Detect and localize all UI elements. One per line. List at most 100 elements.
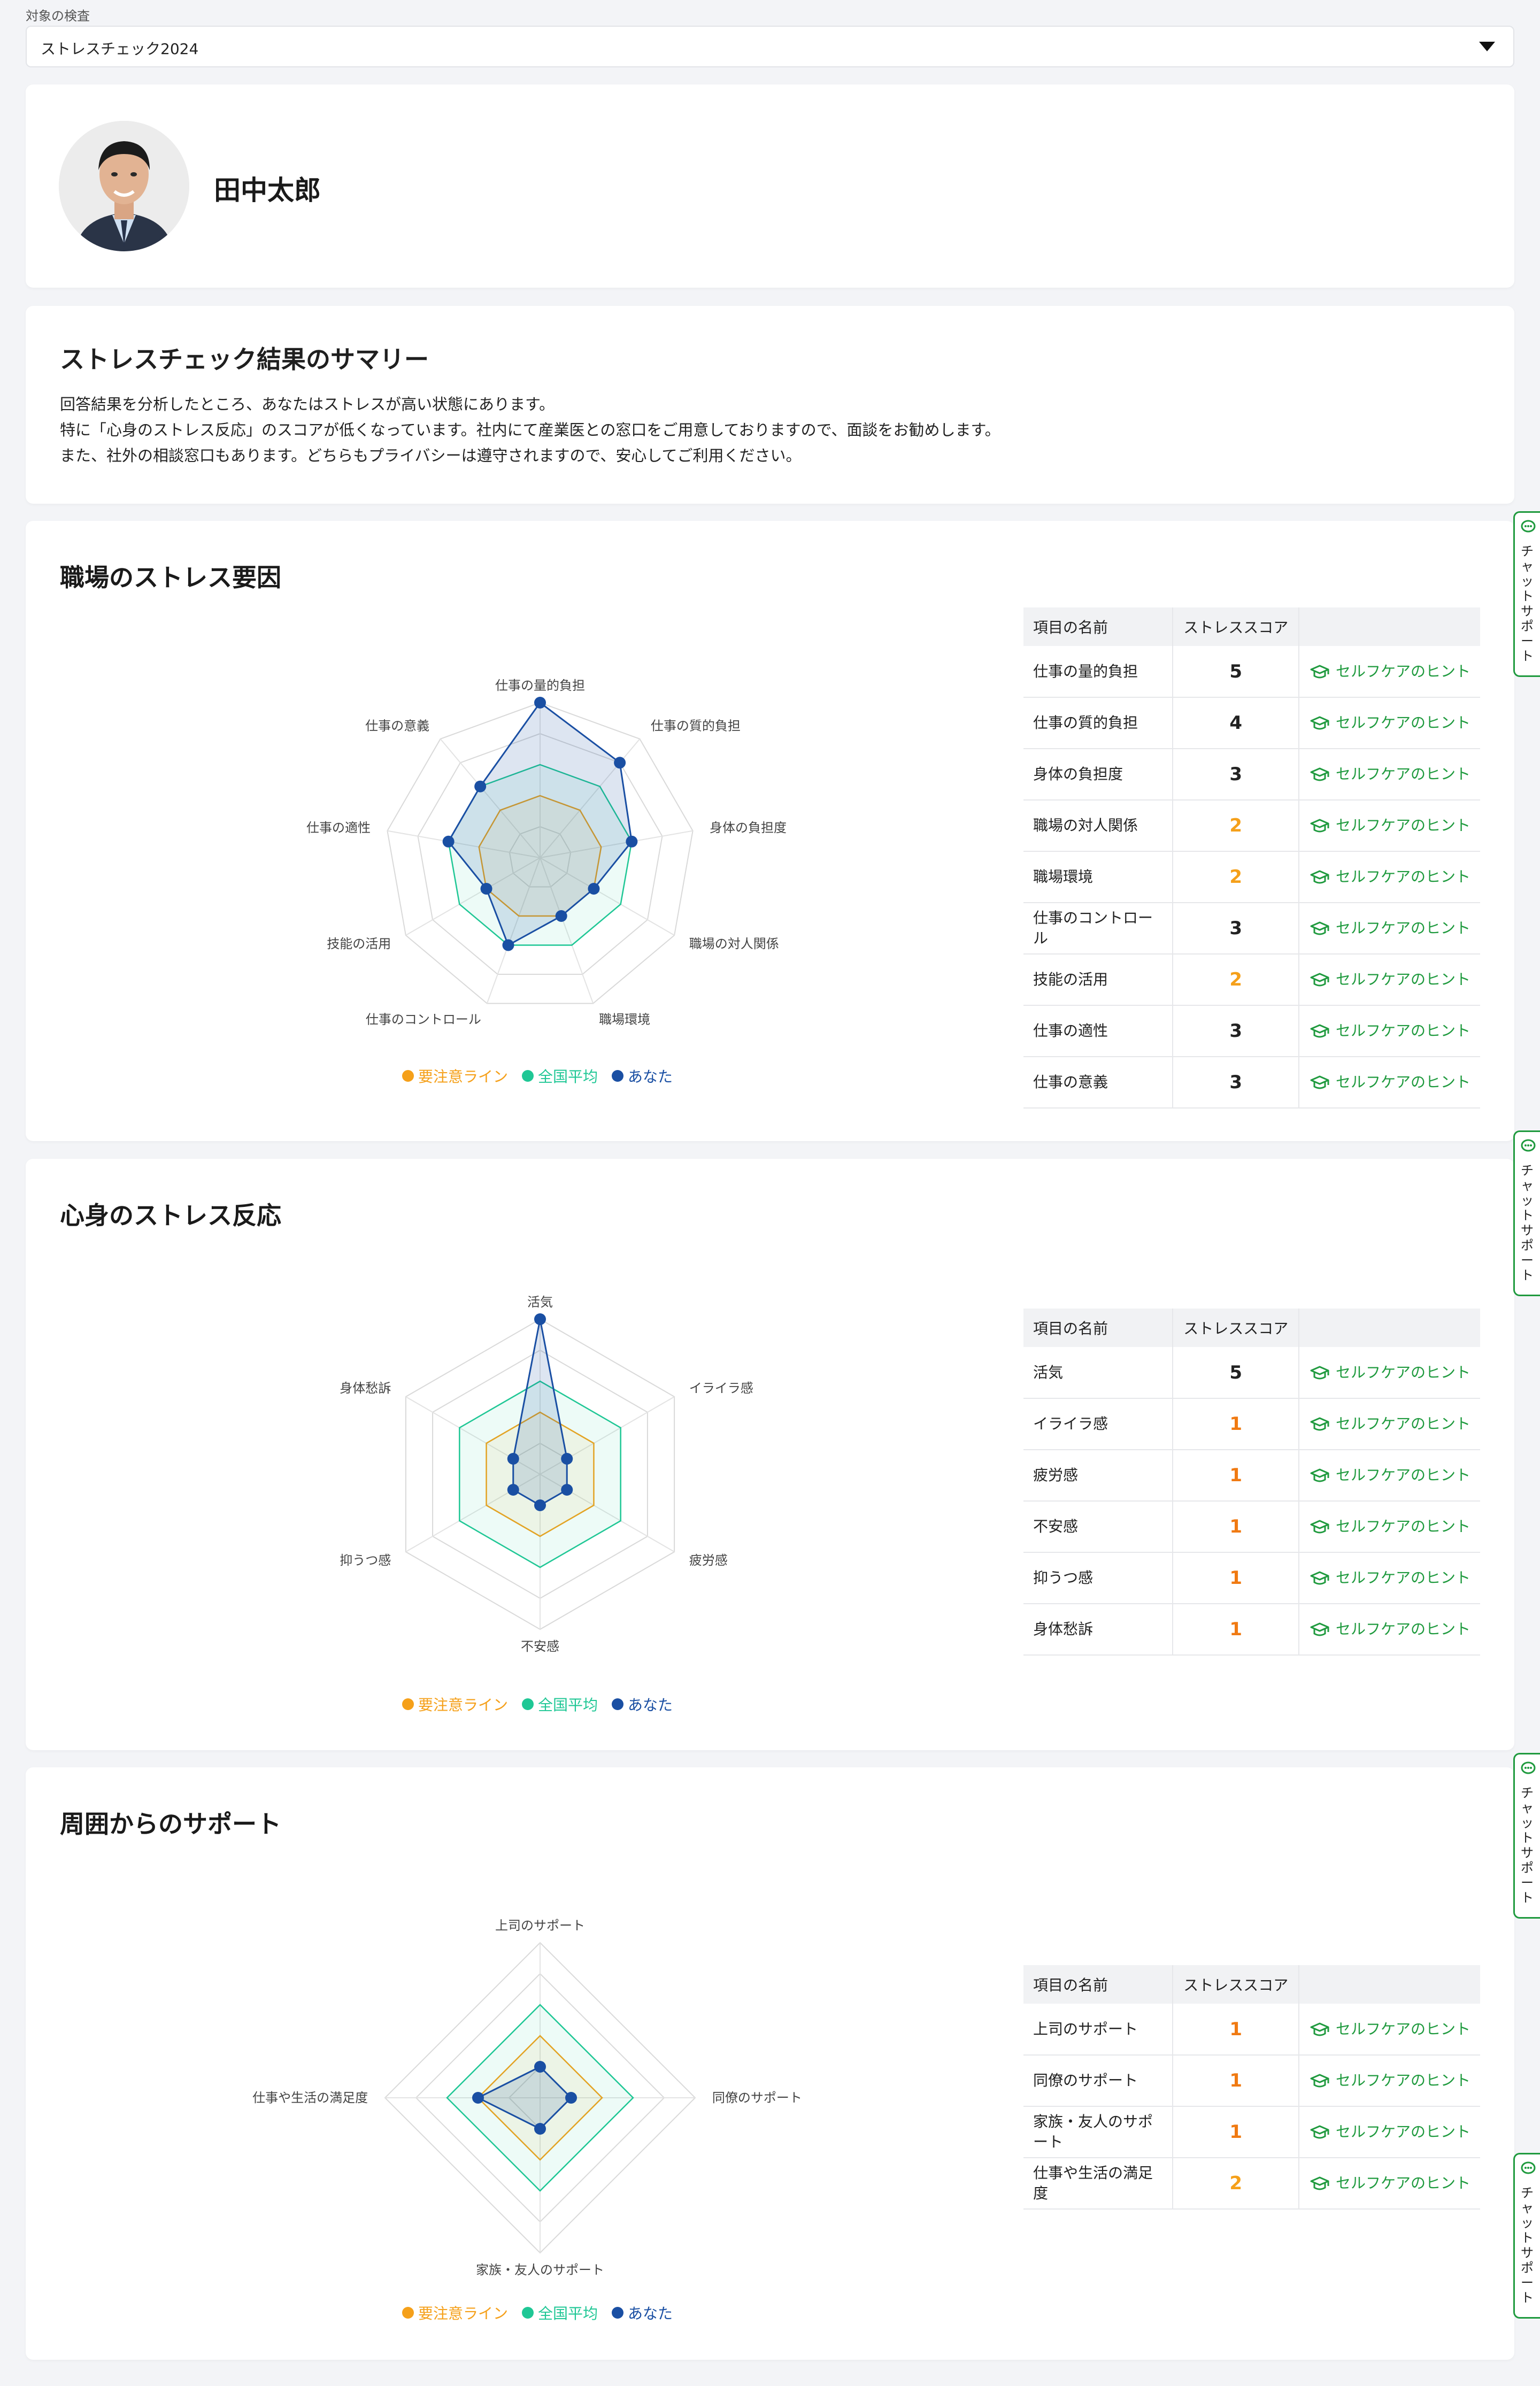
- radar-axis-label: 仕事の質的負担: [651, 718, 741, 733]
- chat-support-tab[interactable]: チャットサポート: [1513, 1753, 1540, 1919]
- item-name: 身体愁訴: [1023, 1604, 1173, 1656]
- self-care-hint-link[interactable]: セルフケアのヒント: [1298, 2004, 1480, 2056]
- item-name: 家族・友人のサポート: [1023, 2106, 1173, 2158]
- table-header-row: 項目の名前ストレススコア: [1023, 1965, 1480, 2004]
- radar-axis-label: 身体愁訴: [340, 1381, 391, 1396]
- self-care-hint-label: セルフケアのヒント: [1335, 1022, 1470, 1040]
- self-care-hint-link[interactable]: セルフケアのヒント: [1298, 954, 1480, 1006]
- item-score: 2: [1172, 954, 1299, 1006]
- graduation-cap-icon: [1310, 819, 1329, 833]
- self-care-hint-link[interactable]: セルフケアのヒント: [1298, 1005, 1480, 1057]
- chat-support-label: チャットサポート: [1521, 544, 1534, 664]
- graduation-cap-icon: [1310, 1075, 1329, 1089]
- radar-grid-ring: [387, 702, 694, 1004]
- self-care-hint-link[interactable]: セルフケアのヒント: [1298, 851, 1480, 903]
- item-score: 1: [1172, 1604, 1299, 1656]
- header-score: ストレススコア: [1172, 607, 1299, 646]
- self-care-hint-link[interactable]: セルフケアのヒント: [1298, 749, 1480, 801]
- radar-point-you: [534, 2061, 546, 2073]
- item-score: 2: [1172, 2158, 1299, 2210]
- chat-support-label: チャットサポート: [1521, 1163, 1534, 1283]
- item-name: 不安感: [1023, 1501, 1173, 1553]
- chat-support-tab[interactable]: チャットサポート: [1513, 1130, 1540, 1296]
- self-care-hint-label: セルフケアのヒント: [1335, 1415, 1470, 1433]
- graduation-cap-icon: [1310, 716, 1329, 730]
- item-score: 3: [1172, 1057, 1299, 1109]
- target-exam-select[interactable]: ストレスチェック2024: [26, 26, 1514, 67]
- radar-axis-label: 身体の負担度: [710, 820, 787, 835]
- self-care-hint-link[interactable]: セルフケアのヒント: [1298, 697, 1480, 749]
- radar-point-you: [534, 697, 546, 709]
- radar-axis-label: 抑うつ感: [340, 1553, 391, 1568]
- self-care-hint-link[interactable]: セルフケアのヒント: [1298, 1501, 1480, 1553]
- legend-you-dot: [612, 2307, 624, 2319]
- self-care-hint-label: セルフケアのヒント: [1335, 714, 1470, 732]
- self-care-hint-link[interactable]: セルフケアのヒント: [1298, 1057, 1480, 1109]
- item-name: 仕事の意義: [1023, 1057, 1173, 1109]
- self-care-hint-link[interactable]: セルフケアのヒント: [1298, 1347, 1480, 1399]
- radar-point-you: [534, 1499, 546, 1511]
- legend-average: 全国平均: [522, 2302, 598, 2323]
- section-title: 職場のストレス要因: [60, 563, 281, 592]
- legend-you: あなた: [612, 2302, 673, 2323]
- summary-line: 回答結果を分析したところ、あなたはストレスが高い状態にあります。: [60, 395, 555, 413]
- item-score: 4: [1172, 697, 1299, 749]
- chart-legend: 要注意ライン 全国平均 あなた: [402, 1065, 673, 1087]
- chat-bubble-icon: [1521, 520, 1536, 533]
- item-score: 2: [1172, 800, 1299, 852]
- summary-line: また、社外の相談窓口もあります。どちらもプライバシーは遵守されますので、安心して…: [60, 447, 802, 465]
- section-title: 心身のストレス反応: [60, 1201, 281, 1230]
- radar-point-you: [555, 910, 567, 922]
- header-name: 項目の名前: [1023, 1965, 1173, 2004]
- graduation-cap-icon: [1310, 2022, 1329, 2036]
- chat-support-tab[interactable]: チャットサポート: [1513, 2153, 1540, 2319]
- chat-support-tab[interactable]: チャットサポート: [1513, 511, 1540, 677]
- radar-point-you: [502, 939, 514, 951]
- self-care-hint-link[interactable]: セルフケアのヒント: [1298, 1450, 1480, 1502]
- radar-axis-label: 活気: [527, 1295, 553, 1310]
- chart-legend: 要注意ライン 全国平均 あなた: [402, 2302, 673, 2323]
- summary-line: 特に「心身のストレス反応」のスコアが低くなっています。社内にて産業医との窓口をご…: [60, 421, 1000, 439]
- self-care-hint-link[interactable]: セルフケアのヒント: [1298, 1398, 1480, 1450]
- self-care-hint-link[interactable]: セルフケアのヒント: [1298, 2106, 1480, 2158]
- legend-average: 全国平均: [522, 1694, 598, 1715]
- self-care-hint-link[interactable]: セルフケアのヒント: [1298, 1604, 1480, 1656]
- self-care-hint-link[interactable]: セルフケアのヒント: [1298, 903, 1480, 955]
- radar-point-you: [507, 1453, 519, 1465]
- header-name: 項目の名前: [1023, 1309, 1173, 1347]
- summary-card: ストレスチェック結果のサマリー 回答結果を分析したところ、あなたはストレスが高い…: [26, 306, 1514, 504]
- self-care-hint-label: セルフケアのヒント: [1335, 662, 1470, 680]
- self-care-hint-link[interactable]: セルフケアのヒント: [1298, 2158, 1480, 2210]
- radar-axis-label: 上司のサポート: [495, 1918, 585, 1933]
- radar-axis-label: 疲労感: [689, 1553, 728, 1568]
- radar-point-you: [480, 883, 492, 895]
- self-care-hint-link[interactable]: セルフケアのヒント: [1298, 2055, 1480, 2107]
- item-name: 職場の対人関係: [1023, 800, 1173, 852]
- radar-point-you: [588, 883, 600, 895]
- item-score: 1: [1172, 1398, 1299, 1450]
- graduation-cap-icon: [1310, 1520, 1329, 1534]
- radar-axis-label: 仕事や生活の満足度: [252, 2090, 368, 2105]
- summary-text: 回答結果を分析したところ、あなたはストレスが高い状態にあります。 特に「心身のス…: [60, 391, 1000, 468]
- item-name: 仕事の量的負担: [1023, 646, 1173, 698]
- self-care-hint-link[interactable]: セルフケアのヒント: [1298, 646, 1480, 698]
- radar-axis-label: 仕事の量的負担: [495, 678, 585, 693]
- self-care-hint-label: セルフケアのヒント: [1335, 1518, 1470, 1535]
- radar-grid-ring: [417, 733, 663, 975]
- radar-point-you: [626, 835, 638, 848]
- self-care-hint-label: セルフケアのヒント: [1335, 2174, 1470, 2192]
- self-care-hint-link[interactable]: セルフケアのヒント: [1298, 1552, 1480, 1604]
- item-score: 3: [1172, 903, 1299, 955]
- self-care-hint-link[interactable]: セルフケアのヒント: [1298, 800, 1480, 852]
- chat-bubble-icon: [1521, 1139, 1536, 1152]
